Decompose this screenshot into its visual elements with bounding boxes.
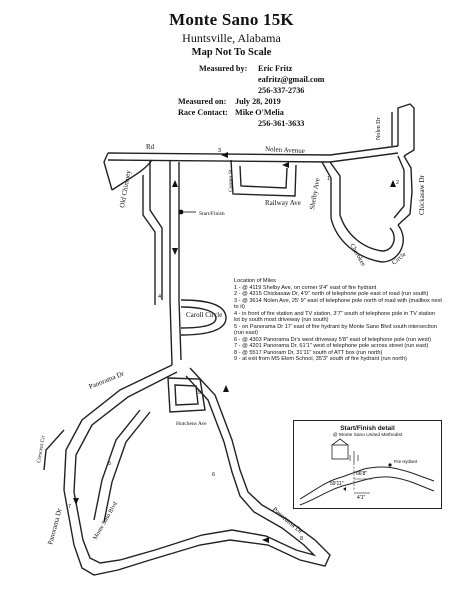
- detail-dim-a: 66'8": [356, 471, 367, 477]
- measured-by-email: eafritz@gmail.com: [258, 75, 325, 84]
- mile-marker-6: 6: [212, 472, 215, 478]
- detail-title: Start/Finish detail: [340, 425, 395, 432]
- mile-marker-2: 2: [396, 180, 399, 186]
- label-railway-ave: Railway Ave: [265, 199, 301, 207]
- measured-by-name: Eric Fritz: [258, 64, 293, 73]
- label-nolen-dr: Nolen Dr: [376, 118, 382, 141]
- mile-location-4: 4 - in front of fire station and TV stat…: [234, 310, 435, 324]
- race-contact-name: Mike O'Melia: [235, 108, 284, 117]
- label-crescent-cir: Crescent Cir: [36, 435, 47, 463]
- label-chickasaw-dr: Chickasaw Dr: [418, 174, 426, 215]
- label-caroll-circle: Caroll Circle: [186, 311, 222, 319]
- mile-marker-5: 5: [108, 461, 111, 467]
- detail-sketch: 66'8" 59'11" 4'1" Fire Hydrant: [299, 438, 435, 506]
- mile-marker-9: 9: [198, 390, 201, 396]
- label-shelby-ave: Shelby Ave: [308, 177, 321, 210]
- mile-marker-7: 7: [68, 504, 71, 510]
- mile-location-8: 8 - @ 5517 Panoram Dr, 31'11" south of A…: [234, 349, 383, 356]
- race-contact-label: Race Contact:: [178, 108, 228, 117]
- detail-subtitle: @ Monte Sano United Methodist: [332, 433, 403, 438]
- label-nolen-avenue: Nolen Avenue: [265, 145, 305, 155]
- label-cooper-st: Cooper St: [228, 169, 234, 192]
- map-title: Monte Sano 15K: [169, 10, 294, 29]
- detail-dim-c: 4'1": [357, 495, 366, 501]
- label-circle: Circle: [391, 251, 408, 267]
- label-hutchens-ave: Hutchens Ave: [176, 421, 207, 427]
- mile-locations-heading: Location of Miles: [234, 278, 276, 284]
- measured-by-phone: 256-337-2736: [258, 86, 305, 95]
- label-cherokee: Cherokee: [348, 243, 367, 268]
- mile-location-3: 3 - @ 3614 Nolen Ave, 25' 9" east of tel…: [234, 297, 442, 311]
- mile-locations: Location of Miles 1 - @ 4119 Shelby Ave,…: [234, 278, 442, 363]
- race-contact-phone: 256-361-3633: [258, 119, 305, 128]
- label-start-finish: Start/Finish: [199, 211, 225, 217]
- mile-marker-4: 4: [158, 294, 161, 300]
- mile-location-5: 5 - on Panorama Dr 17' east of fire hydr…: [234, 323, 437, 337]
- mile-markers: 1 2 3 4 5 6 7 8 9: [68, 148, 399, 542]
- start-finish-marker: [178, 209, 196, 215]
- label-old-chimney: Old Chimney: [118, 169, 133, 208]
- mile-location-2: 2 - @ 4315 Chickasaw Dr, 4'9" north of t…: [234, 291, 429, 297]
- map-city: Huntsville, Alabama: [182, 31, 281, 45]
- detail-dim-b: 59'11": [330, 481, 344, 487]
- mile-marker-1: 1: [327, 176, 330, 182]
- measured-on-label: Measured on:: [178, 97, 227, 106]
- mile-location-7: 7 - @ 4201 Panorama Dr, 61'1" west of te…: [234, 343, 429, 349]
- road-network: [43, 103, 415, 576]
- scale-note: Map Not To Scale: [191, 47, 272, 58]
- measured-by-label: Measured by:: [199, 64, 248, 73]
- label-panorama-dr-west: Panorama Dr: [46, 507, 64, 546]
- mile-location-6: 6 - @ 4303 Panorama Dr's west driveway 5…: [234, 336, 431, 343]
- mile-location-9: 9 - at exit from MS Elem School, 35'3" s…: [234, 356, 407, 362]
- mile-location-1: 1 - @ 4119 Shelby Ave, on corner 9'4" ea…: [234, 284, 377, 291]
- start-finish-detail: Start/Finish detail @ Monte Sano United …: [293, 420, 442, 509]
- measured-on-date: July 28, 2019: [235, 97, 281, 106]
- label-panorama-dr-north: Panorama Dr: [88, 369, 126, 391]
- label-rd: Rd: [146, 143, 155, 151]
- mile-marker-3: 3: [218, 148, 221, 154]
- label-panorama-dr-south: Panorama Dr: [271, 505, 305, 535]
- detail-fire-hydrant: Fire Hydrant: [394, 459, 418, 464]
- direction-arrows: [73, 152, 396, 543]
- mile-marker-8: 8: [300, 536, 303, 542]
